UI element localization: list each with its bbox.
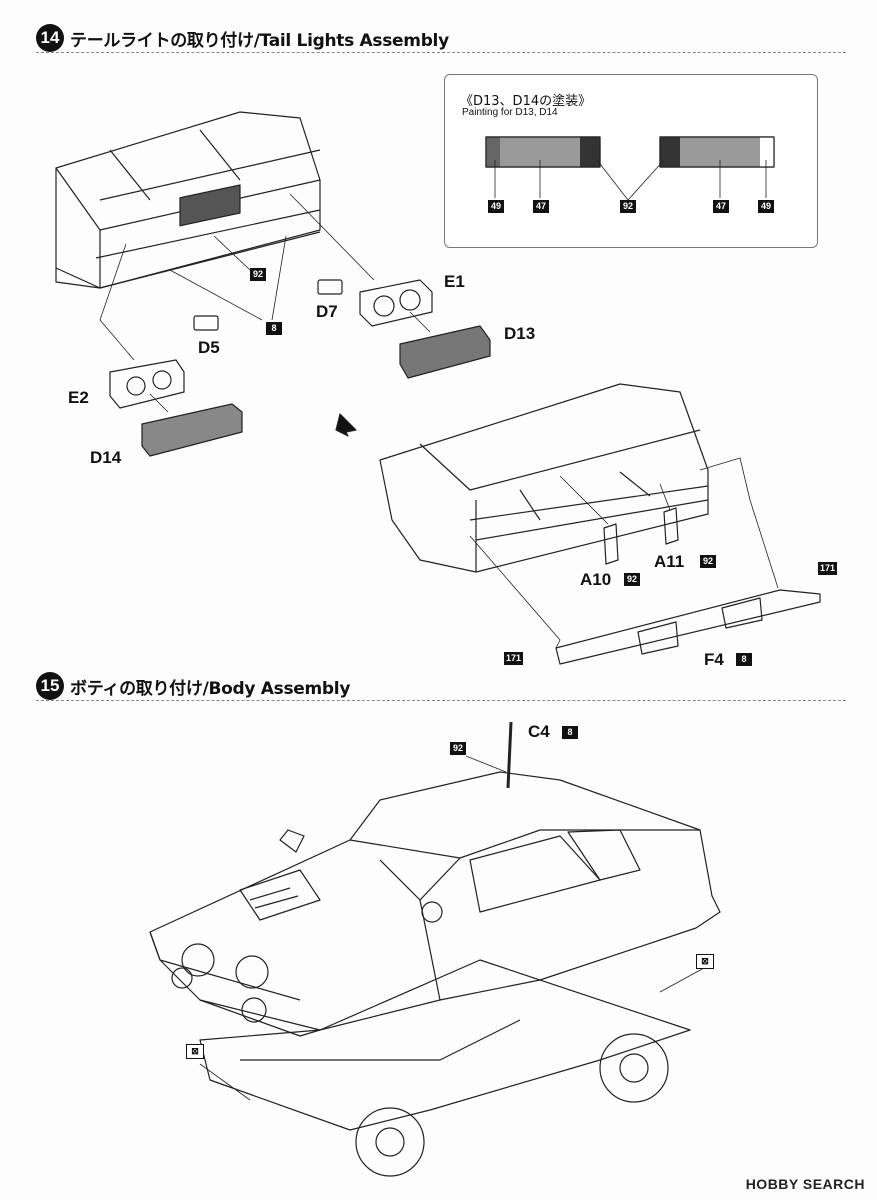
part-a11 bbox=[663, 507, 679, 545]
paint-code-tag: 8 bbox=[266, 322, 282, 335]
step-14-number: 14 bbox=[36, 24, 64, 52]
part-label-d7: D7 bbox=[316, 302, 338, 321]
part-d5 bbox=[193, 315, 219, 331]
car-body bbox=[149, 721, 721, 1037]
step-15-header: 15 ボティの取り付け/Body Assembly bbox=[36, 672, 350, 700]
paint-code-tag: 92 bbox=[624, 573, 640, 586]
part-label-e1: E1 bbox=[444, 272, 465, 291]
part-label-c4: C4 bbox=[528, 722, 550, 741]
paint-code-tag: 8 bbox=[562, 726, 578, 739]
part-label-d5: D5 bbox=[198, 338, 220, 357]
paint-code-tag: 92 bbox=[620, 200, 636, 213]
part-label-e2: E2 bbox=[68, 388, 89, 407]
paint-code-tag: 49 bbox=[488, 200, 504, 213]
paint-code-tag: 8 bbox=[736, 653, 752, 666]
part-d7 bbox=[317, 279, 343, 295]
part-e2 bbox=[109, 359, 185, 409]
part-label-d14: D14 bbox=[90, 448, 122, 467]
paint-code-tag: 171 bbox=[818, 562, 838, 575]
part-f4 bbox=[555, 589, 821, 665]
assembly-marker-icon: ⊠ bbox=[696, 954, 714, 969]
part-label-d13: D13 bbox=[504, 324, 536, 343]
painting-guide-title: 《D13、D14の塗装》 bbox=[460, 94, 592, 109]
paint-code-tag: 171 bbox=[504, 652, 524, 665]
painting-guide-subtitle: Painting for D13, D14 bbox=[462, 107, 558, 118]
assembly-marker-icon: ⊠ bbox=[186, 1044, 204, 1059]
rear-body-lower bbox=[379, 383, 709, 573]
paint-code-tag: 47 bbox=[713, 200, 729, 213]
paint-code-tag: 92 bbox=[700, 555, 716, 568]
part-label-a10: A10 bbox=[580, 570, 612, 589]
watermark: HOBBY SEARCH bbox=[745, 1176, 865, 1192]
part-label-f4: F4 bbox=[704, 650, 724, 669]
paint-code-tag: 49 bbox=[758, 200, 774, 213]
step-15-number: 15 bbox=[36, 672, 64, 700]
part-a10 bbox=[603, 523, 619, 565]
paint-code-tag: 92 bbox=[250, 268, 266, 281]
direction-arrow bbox=[335, 413, 357, 437]
part-d14 bbox=[141, 403, 243, 457]
painting-swatch-right bbox=[659, 136, 775, 168]
divider bbox=[36, 52, 846, 53]
step-14-title: テールライトの取り付け/Tail Lights Assembly bbox=[70, 30, 449, 51]
painting-swatch-left bbox=[485, 136, 601, 168]
divider bbox=[36, 700, 846, 701]
chassis bbox=[199, 959, 691, 1177]
paint-code-tag: 47 bbox=[533, 200, 549, 213]
paint-code-tag: 92 bbox=[450, 742, 466, 755]
step-14-header: 14 テールライトの取り付け/Tail Lights Assembly bbox=[36, 24, 449, 52]
part-label-a11: A11 bbox=[654, 552, 685, 571]
rear-body-upper bbox=[55, 111, 321, 289]
part-d13 bbox=[399, 325, 491, 379]
step-15-title: ボティの取り付け/Body Assembly bbox=[70, 678, 351, 699]
part-e1 bbox=[359, 279, 433, 327]
